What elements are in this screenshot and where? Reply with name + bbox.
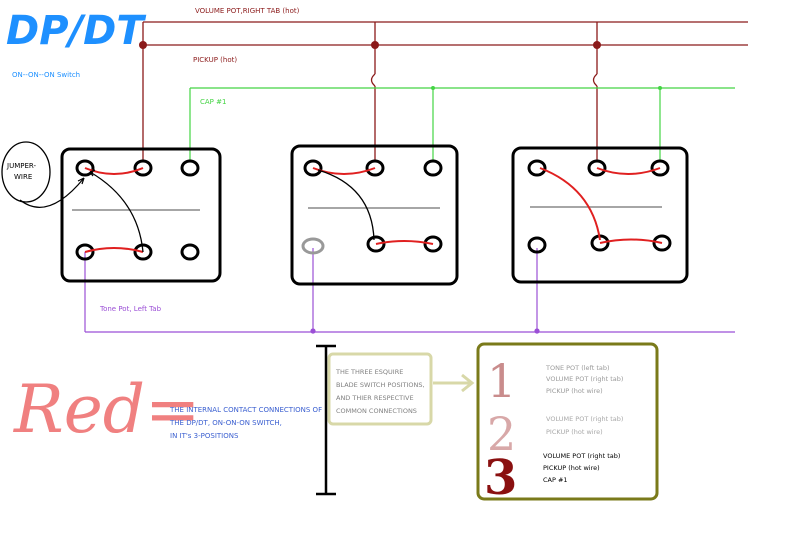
junction-dot <box>534 328 540 334</box>
red-legend-line3: IN IT's 3-POSITIONS <box>170 432 239 440</box>
red-legend-line2: THE DP/DT, ON-ON-ON SWITCH, <box>169 419 282 427</box>
red-legend-word: Red= <box>13 371 200 448</box>
cap-wire <box>189 87 735 162</box>
pickup-wire-label: PICKUP (hot) <box>193 56 237 64</box>
note-line3: AND THIER RESPECTIVE <box>336 394 414 402</box>
note-line1: THE THREE ESQUIRE <box>335 368 403 376</box>
tone-wire-label: Tone Pot, Left Tab <box>99 305 162 313</box>
tone-wire <box>84 248 735 333</box>
note-line4: COMMON CONNECTIONS <box>336 407 417 415</box>
switch-position-3 <box>511 146 689 284</box>
position-3-item: VOLUME POT (right tab) <box>543 452 620 460</box>
junction-dot <box>139 41 147 49</box>
junction-dot <box>593 41 601 49</box>
position-1-item: TONE POT (left tab) <box>545 364 610 372</box>
switch-position-1 <box>60 147 222 283</box>
note-line2: BLADE SWITCH POSITIONS, <box>336 381 425 389</box>
position-2-item: VOLUME POT (right tab) <box>546 415 623 423</box>
position-3-number: 3 <box>484 450 517 506</box>
position-2-number: 2 <box>487 407 516 461</box>
junction-dot <box>431 86 435 90</box>
positions-panel: 1 TONE POT (left tab) VOLUME POT (right … <box>476 342 659 506</box>
positions-note-box: THE THREE ESQUIRE BLADE SWITCH POSITIONS… <box>327 352 433 426</box>
position-1-number: 1 <box>487 354 516 408</box>
red-legend-line1: THE INTERNAL CONTACT CONNECTIONS OF <box>169 406 322 414</box>
title: DP/DT <box>6 8 146 54</box>
bracket-marker <box>316 344 336 496</box>
position-1-item: VOLUME POT (right tab) <box>546 375 623 383</box>
jumper-label-line2: WIRE <box>14 173 32 181</box>
cap-wire-label: CAP #1 <box>200 98 226 106</box>
volume-wire <box>142 21 748 162</box>
position-2-item: PICKUP (hot wire) <box>546 428 603 436</box>
arrow-icon <box>433 373 475 393</box>
volume-wire-label: VOLUME POT,RIGHT TAB (hot) <box>195 7 300 15</box>
junction-dot <box>658 86 662 90</box>
junction-dot <box>371 41 379 49</box>
subtitle: ON--ON--ON Switch <box>12 71 80 79</box>
position-1-item: PICKUP (hot wire) <box>546 387 603 395</box>
position-3-item: PICKUP (hot wire) <box>543 464 600 472</box>
position-3-item: CAP #1 <box>543 476 568 484</box>
switch-position-2 <box>290 144 459 286</box>
jumper-label-line1: JUMPER- <box>6 162 36 170</box>
jumper-wire-callout: JUMPER- WIRE <box>1 141 85 208</box>
junction-dot <box>310 328 316 334</box>
